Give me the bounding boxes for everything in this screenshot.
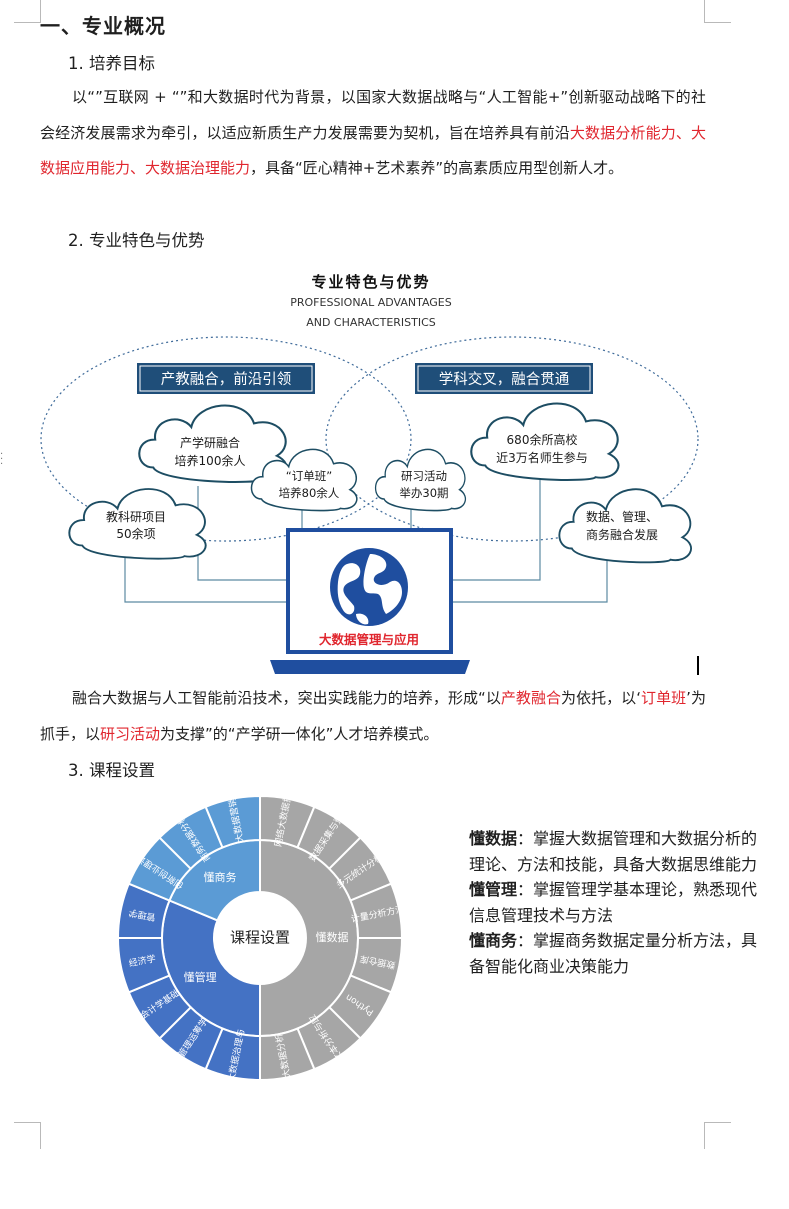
sunburst-center-label: 课程设置 — [230, 929, 290, 947]
left-ellipse — [40, 336, 412, 542]
paragraph-features: 融合大数据与人工智能前沿技术，突出实践能力的培养，形成“以产教融合为依托，以‘订… — [40, 689, 706, 743]
right-banner — [415, 363, 593, 394]
crop-mark-bottom-left — [14, 1122, 41, 1149]
svg-text:“订单班”: “订单班” — [286, 469, 332, 483]
svg-text:50余项: 50余项 — [116, 526, 155, 541]
svg-text:680余所高校: 680余所高校 — [507, 432, 578, 447]
section-heading: 一、专业概况 — [40, 14, 166, 38]
desc-management: 懂管理：掌握管理学基本理论，熟悉现代信息管理技术与方法 — [469, 880, 758, 925]
left-banner-text: 产教融合，前沿引领 — [161, 371, 292, 388]
svg-text:产学研融合: 产学研融合 — [180, 435, 240, 450]
svg-text:培养80余人: 培养80余人 — [279, 486, 340, 500]
svg-text:数据、管理、: 数据、管理、 — [586, 509, 658, 524]
sunburst-inner-label: 懂管理 — [184, 970, 217, 984]
svg-text:培养100余人: 培养100余人 — [175, 453, 246, 468]
sunburst-inner-label: 懂商务 — [203, 870, 236, 884]
right-banner-text: 学科交叉，融合贯通 — [439, 370, 570, 388]
curriculum-sunburst-chart: 懂数据网络大数据技数据采集与预多元统计分析计量分析方法数据仓库Python文本分… — [116, 793, 405, 1083]
subheading-curriculum: 3. 课程设置 — [68, 761, 155, 780]
cloud-right-bottom — [558, 488, 693, 564]
desc-business: 懂商务：掌握商务数据定量分析方法，具备智能化商业决策能力 — [469, 931, 758, 976]
svg-text:商务融合发展: 商务融合发展 — [586, 527, 658, 542]
text-cursor — [697, 656, 699, 675]
desc-data: 懂数据：掌握大数据管理和大数据分析的理论、方法和技能，具备大数据思维能力 — [469, 829, 758, 874]
svg-text:举办30期: 举办30期 — [399, 486, 448, 500]
right-ellipse — [325, 336, 699, 542]
left-banner — [137, 363, 315, 394]
diagram-title-en-1: PROFESSIONAL ADVANTAGES — [290, 296, 452, 309]
svg-text:教科研项目: 教科研项目 — [106, 509, 166, 524]
svg-text:近3万名师生参与: 近3万名师生参与 — [496, 450, 588, 465]
paragraph-training-goal: 以“”互联网 + “”和大数据时代为背景，以国家大数据战略与“人工智能+”创新驱… — [40, 88, 706, 177]
subheading-features: 2. 专业特色与优势 — [68, 231, 205, 250]
subheading-training-goal: 1. 培养目标 — [68, 54, 155, 73]
svg-text:研习活动: 研习活动 — [401, 469, 447, 483]
sunburst-center — [214, 892, 306, 984]
crop-mark-top-right — [704, 0, 731, 23]
laptop-label: 大数据管理与应用 — [319, 632, 419, 647]
sunburst-outer-segment — [204, 794, 261, 849]
crop-mark-bottom-right — [704, 1122, 731, 1149]
sunburst-inner-label: 懂数据 — [316, 930, 349, 944]
features-diagram: 专业特色与优势 PROFESSIONAL ADVANTAGES AND CHAR… — [40, 273, 699, 674]
drag-handle-icon[interactable]: ··· — [0, 449, 4, 470]
diagram-title-en-2: AND CHARACTERISTICS — [306, 316, 436, 329]
curriculum-description: 懂数据：掌握大数据管理和大数据分析的理论、方法和技能，具备大数据思维能力 懂管理… — [469, 826, 759, 979]
diagram-title-cn: 专业特色与优势 — [311, 273, 430, 291]
laptop: 大数据管理与应用 — [270, 528, 470, 674]
crop-mark-top-left — [14, 0, 41, 23]
